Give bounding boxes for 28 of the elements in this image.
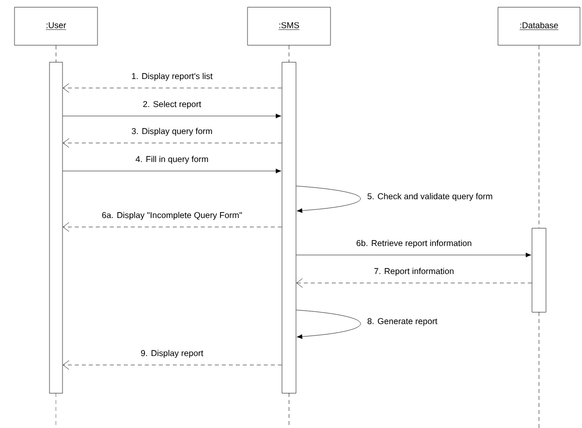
self-message-arrow <box>296 310 361 339</box>
message-label: 3. Display query form <box>132 128 212 136</box>
activation-bar <box>49 62 63 394</box>
activation-bar <box>532 228 546 312</box>
message-label: 4. Fill in query form <box>136 156 208 164</box>
return-arrow <box>62 222 282 232</box>
object-box: :Database <box>498 7 580 46</box>
message-label: 1. Display report's list <box>132 72 213 81</box>
activation-bar <box>282 62 296 394</box>
message-label: 2. Select report <box>143 100 202 109</box>
message-label: 6b. Retrieve report information <box>356 240 472 248</box>
return-arrow <box>296 278 532 288</box>
lifeline <box>538 45 540 228</box>
object-box: :User <box>14 7 98 46</box>
message-label: 5. Check and validate query form <box>368 193 492 201</box>
self-message-arrow <box>296 186 361 213</box>
lifeline <box>288 45 290 62</box>
return-arrow <box>62 138 282 148</box>
message-label: 7. Report information <box>374 268 454 276</box>
message-arrow <box>296 252 532 258</box>
message-arrow <box>62 168 282 174</box>
message-label: 6a. Display "Incomplete Query Form" <box>102 212 242 220</box>
message-label: 8. Generate report <box>368 318 438 326</box>
message-arrow <box>62 114 282 118</box>
object-box: :SMS <box>247 7 331 46</box>
return-arrow <box>62 83 282 93</box>
message-label: 9. Display report <box>141 350 204 358</box>
return-arrow <box>62 360 282 370</box>
